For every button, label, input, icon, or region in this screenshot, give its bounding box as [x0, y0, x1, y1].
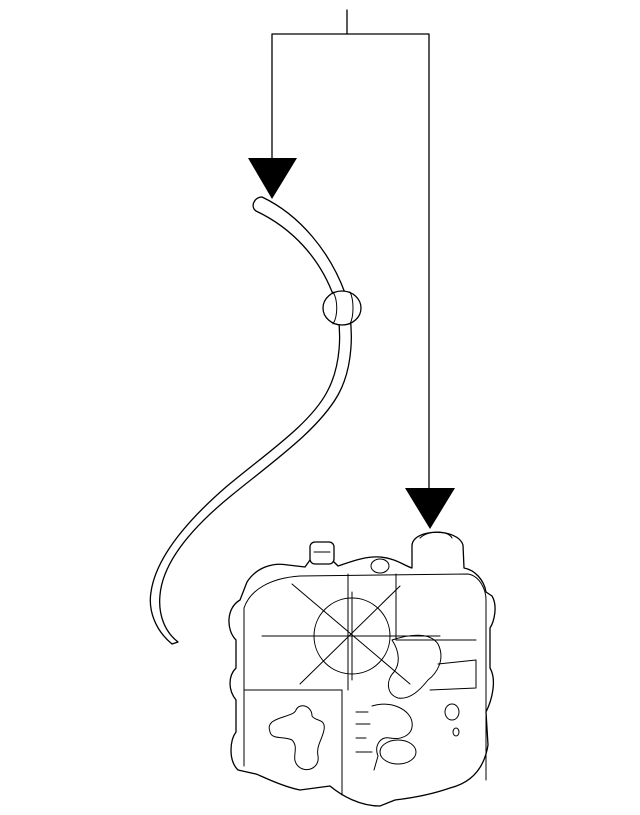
lever-arm: [429, 659, 477, 691]
lock-cable: [149, 196, 362, 645]
wiring-slot: [355, 711, 373, 753]
top-boss: [370, 558, 390, 574]
leader-lines: [248, 9, 455, 529]
center-bracket: [371, 703, 413, 771]
mount-hole-tiny: [452, 727, 460, 737]
cable-grommet: [322, 290, 362, 326]
gear-cross-diag-2: [299, 585, 401, 685]
housing-right-box: [395, 573, 477, 641]
leader-bracket: [271, 33, 430, 489]
actuator-callout-arrow: [405, 488, 455, 529]
cable-port-top: [419, 531, 453, 539]
lock-lever: [388, 634, 442, 699]
grommet-ridge-2: [349, 291, 354, 325]
grommet-ridge: [332, 291, 338, 325]
motor-gear: [291, 583, 411, 685]
actuator-housing: [228, 531, 496, 807]
connector-knob: [309, 541, 335, 565]
mount-hole-large: [379, 739, 417, 765]
door-lock-actuator: [228, 531, 496, 807]
cable-callout-arrow: [248, 158, 297, 199]
wiring-cutout: [268, 705, 325, 771]
mount-hole-small: [444, 703, 460, 721]
housing-inner-edge: [243, 573, 487, 781]
